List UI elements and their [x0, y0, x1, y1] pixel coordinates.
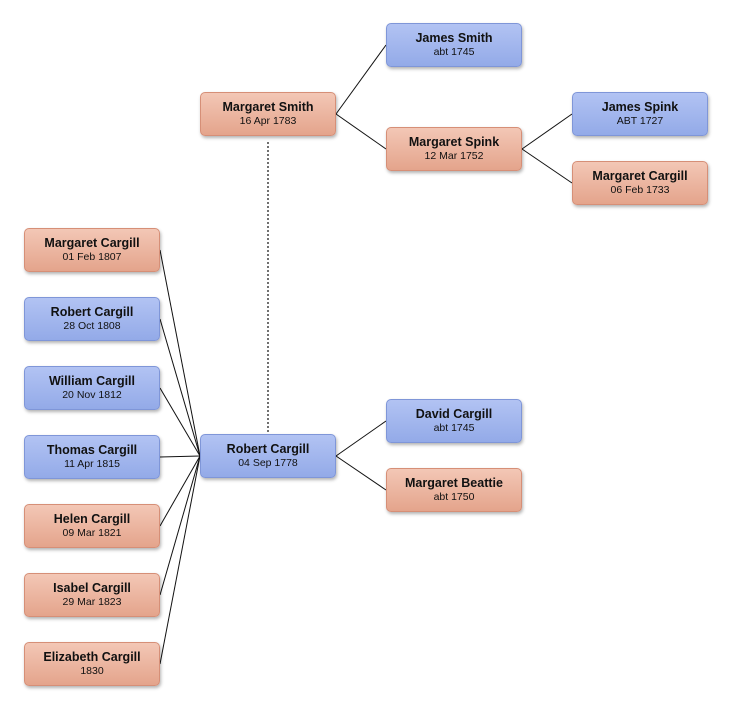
parent-connector-line [335, 44, 387, 115]
person-birth-date: 28 Oct 1808 [63, 320, 121, 332]
person-birth-date: 12 Mar 1752 [424, 150, 484, 162]
person-name: Margaret Spink [408, 135, 500, 149]
parent-connector-line [521, 113, 573, 150]
parent-connector-line [521, 148, 573, 184]
person-name: Margaret Cargill [44, 236, 140, 250]
person-birth-date: abt 1750 [433, 491, 475, 503]
person-node-margaret-spink[interactable]: Margaret Spink 12 Mar 1752 [386, 127, 522, 171]
parent-connector-line [335, 455, 387, 491]
person-name: Elizabeth Cargill [43, 650, 141, 664]
parent-connector-line [335, 113, 387, 150]
person-birth-date: 29 Mar 1823 [62, 596, 122, 608]
child-connector-line [159, 455, 201, 458]
person-birth-date: 04 Sep 1778 [238, 457, 298, 469]
child-connector-line [159, 455, 201, 596]
person-birth-date: ABT 1727 [616, 115, 664, 127]
person-node-james-spink[interactable]: James Spink ABT 1727 [572, 92, 708, 136]
person-node-helen-cargill[interactable]: Helen Cargill 09 Mar 1821 [24, 504, 160, 548]
person-name: Isabel Cargill [53, 581, 131, 595]
person-name: Robert Cargill [50, 305, 134, 319]
person-node-robert-cargill-1808[interactable]: Robert Cargill 28 Oct 1808 [24, 297, 160, 341]
person-name: Robert Cargill [226, 442, 310, 456]
child-connector-line [159, 455, 201, 527]
person-node-robert-cargill-1778[interactable]: Robert Cargill 04 Sep 1778 [200, 434, 336, 478]
person-birth-date: 1830 [80, 665, 104, 677]
person-node-david-cargill[interactable]: David Cargill abt 1745 [386, 399, 522, 443]
person-node-margaret-cargill-1733[interactable]: Margaret Cargill 06 Feb 1733 [572, 161, 708, 205]
person-name: James Smith [415, 31, 493, 45]
person-node-thomas-cargill[interactable]: Thomas Cargill 11 Apr 1815 [24, 435, 160, 479]
child-connector-line [159, 318, 201, 457]
person-name: James Spink [601, 100, 679, 114]
person-node-margaret-smith[interactable]: Margaret Smith 16 Apr 1783 [200, 92, 336, 136]
person-birth-date: 01 Feb 1807 [62, 251, 122, 263]
person-birth-date: 11 Apr 1815 [64, 458, 120, 470]
parent-connector-line [335, 420, 387, 457]
person-node-james-smith[interactable]: James Smith abt 1745 [386, 23, 522, 67]
person-node-margaret-beattie[interactable]: Margaret Beattie abt 1750 [386, 468, 522, 512]
person-name: Thomas Cargill [46, 443, 138, 457]
person-node-elizabeth-cargill[interactable]: Elizabeth Cargill 1830 [24, 642, 160, 686]
person-birth-date: 09 Mar 1821 [62, 527, 122, 539]
person-node-margaret-cargill-1807[interactable]: Margaret Cargill 01 Feb 1807 [24, 228, 160, 272]
person-name: David Cargill [415, 407, 493, 421]
person-birth-date: abt 1745 [433, 422, 475, 434]
person-node-isabel-cargill[interactable]: Isabel Cargill 29 Mar 1823 [24, 573, 160, 617]
person-name: Margaret Cargill [592, 169, 688, 183]
child-connector-line [159, 455, 201, 665]
person-birth-date: 16 Apr 1783 [239, 115, 297, 127]
person-birth-date: 20 Nov 1812 [62, 389, 122, 401]
child-connector-line [159, 249, 201, 457]
person-node-william-cargill[interactable]: William Cargill 20 Nov 1812 [24, 366, 160, 410]
person-name: William Cargill [48, 374, 136, 388]
person-birth-date: 06 Feb 1733 [610, 184, 670, 196]
person-birth-date: abt 1745 [433, 46, 475, 58]
person-name: Margaret Beattie [405, 476, 503, 490]
person-name: Margaret Smith [222, 100, 314, 114]
child-connector-line [159, 387, 201, 457]
person-name: Helen Cargill [53, 512, 131, 526]
